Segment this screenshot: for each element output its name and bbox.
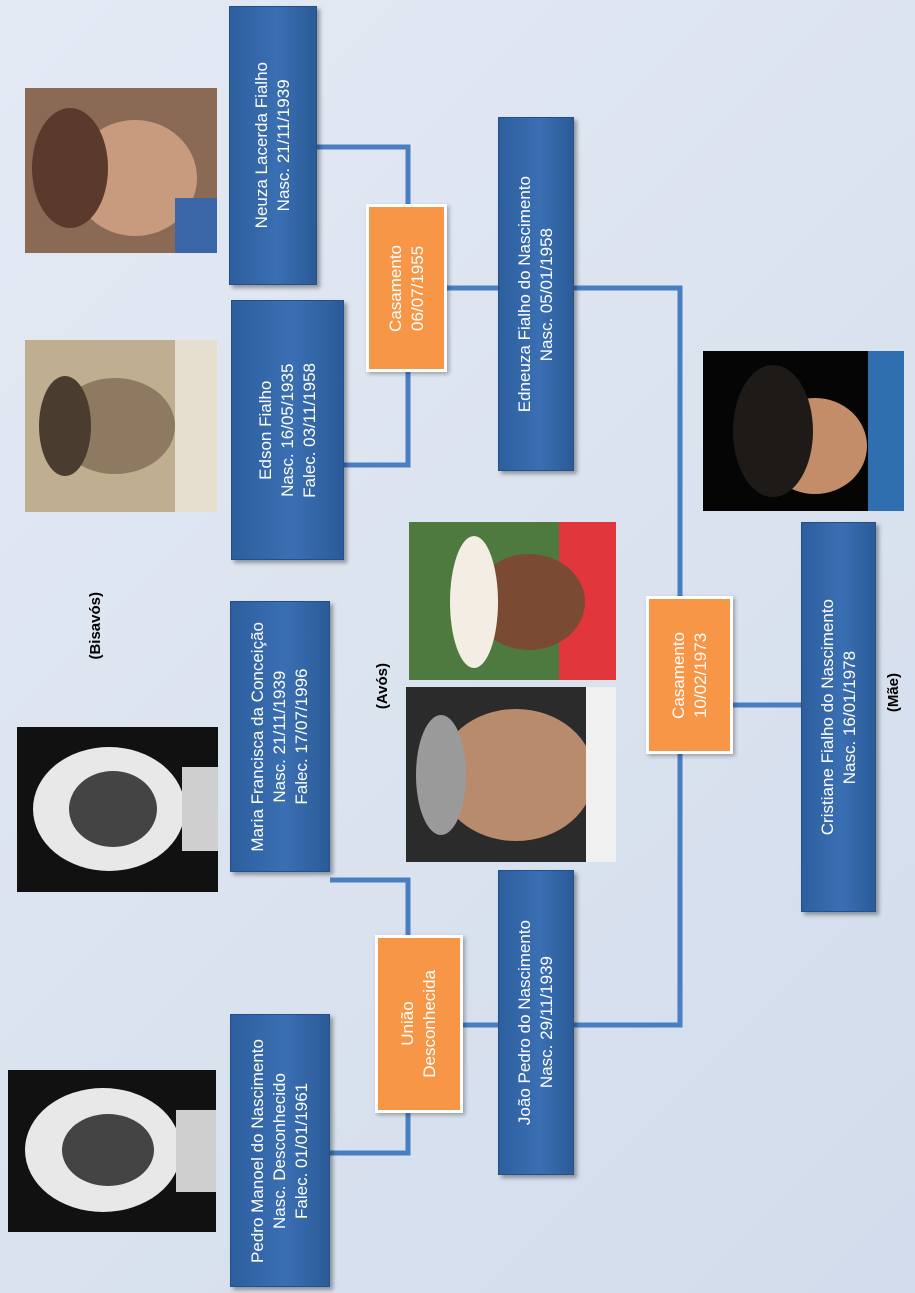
union-desconhecida: União Desconhecida — [375, 935, 463, 1113]
person-neuza: Neuza Lacerda Fialho Nasc. 21/11/1939 — [229, 6, 317, 285]
person-maria: Maria Francisca da Conceição Nasc. 21/11… — [230, 601, 330, 872]
photo-maria — [17, 727, 218, 892]
photo-cristiane — [703, 351, 904, 511]
photo-pedro — [8, 1070, 216, 1232]
photo-joao — [406, 687, 616, 862]
label-bisavos: (Bisavós) — [87, 592, 104, 660]
union-type: Casamento — [668, 631, 688, 719]
photo-edson — [25, 340, 217, 512]
birth-date: Nasc. Desconhecido — [270, 1072, 289, 1229]
person-joao: João Pedro do Nascimento Nasc. 29/11/193… — [498, 870, 574, 1175]
person-name: Edneuza Fialho do Nascimento — [515, 175, 534, 413]
person-name: Cristiane Fialho do Nascimento — [817, 598, 837, 836]
connector-neuza — [317, 144, 411, 206]
person-name: Edson Fialho — [255, 380, 275, 480]
birth-date: Nasc. 29/11/1939 — [537, 956, 556, 1089]
union-date: 10/02/1973 — [690, 632, 710, 718]
connector-joao — [574, 753, 683, 1028]
connector-maria — [330, 877, 411, 940]
person-pedro: Pedro Manoel do Nascimento Nasc. Desconh… — [230, 1014, 330, 1287]
union-casamento-1973: Casamento 10/02/1973 — [646, 596, 733, 754]
death-date: Falec. 03/11/1958 — [299, 362, 319, 498]
union-casamento-1955: Casamento 06/07/1955 — [366, 204, 447, 372]
label-avos: (Avós) — [374, 663, 391, 710]
connector-edneuza — [574, 285, 683, 596]
photo-avo — [409, 522, 616, 680]
connector-edson — [344, 371, 411, 468]
birth-date: Nasc. 21/11/1939 — [270, 670, 289, 803]
person-name: Pedro Manoel do Nascimento — [248, 1038, 267, 1263]
union-detail: Desconhecida — [420, 970, 439, 1078]
person-name: Neuza Lacerda Fialho — [252, 62, 271, 229]
birth-date: Nasc. 21/11/1939 — [274, 79, 293, 212]
person-edson: Edson Fialho Nasc. 16/05/1935 Falec. 03/… — [231, 300, 344, 560]
photo-neuza — [25, 88, 217, 253]
person-name: Maria Francisca da Conceição — [248, 621, 267, 852]
death-date: Falec. 17/07/1996 — [292, 668, 311, 805]
birth-date: Nasc. 16/01/1978 — [839, 650, 859, 784]
birth-date: Nasc. 05/01/1958 — [537, 227, 556, 361]
union-date: 06/07/1955 — [407, 245, 427, 331]
person-cristiane: Cristiane Fialho do Nascimento Nasc. 16/… — [801, 522, 876, 912]
death-date: Falec. 01/01/1961 — [292, 1082, 311, 1219]
union-type: União — [398, 1001, 417, 1047]
person-name: João Pedro do Nascimento — [515, 919, 534, 1126]
birth-date: Nasc. 16/05/1935 — [277, 363, 297, 497]
label-mae: (Mãe) — [885, 673, 902, 713]
person-edneuza: Edneuza Fialho do Nascimento Nasc. 05/01… — [498, 117, 574, 471]
union-type: Casamento — [385, 244, 405, 332]
connector-pedro — [330, 1110, 411, 1156]
